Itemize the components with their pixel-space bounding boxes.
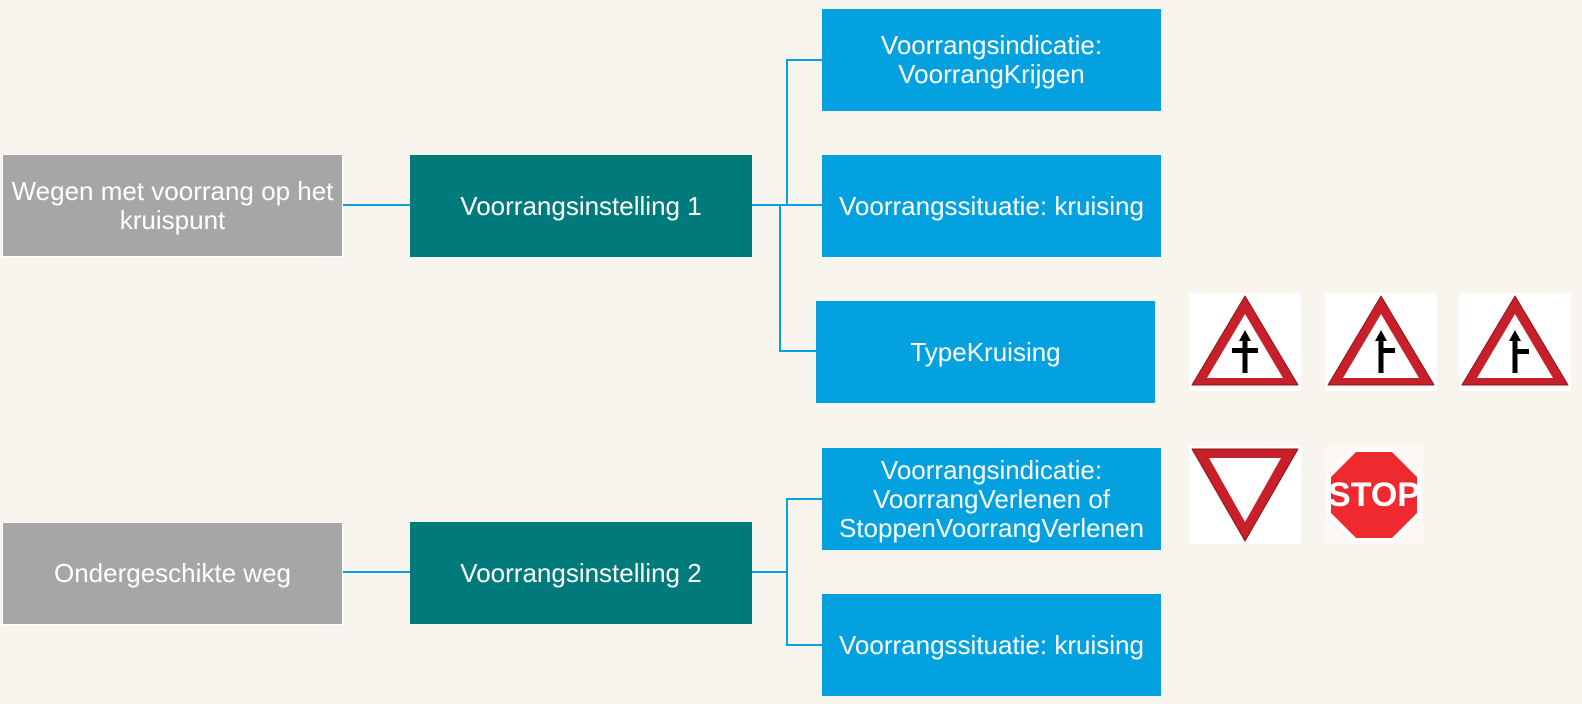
child-label: Voorrangssituatie: kruising [839, 190, 1144, 221]
connector-setting2-child2 [746, 571, 822, 646]
yield-sign-icon [1189, 446, 1301, 544]
priority-junction-right-sign-icon [1325, 293, 1437, 391]
connector-setting1-child3 [746, 204, 816, 352]
child-label: Voorrangsindicatie: VoorrangKrijgen [880, 30, 1103, 89]
setting-label: Voorrangsinstelling 1 [460, 190, 702, 221]
child-box-priority-situation-1: Voorrangssituatie: kruising [822, 155, 1161, 257]
category-box-priority-roads: Wegen met voorrang op het kruispunt [2, 154, 343, 257]
category-label: Ondergeschikte weg [53, 558, 292, 588]
category-label: Wegen met voorrang op het kruispunt [11, 175, 334, 235]
connector-setting1-child1 [746, 59, 822, 206]
stop-sign-icon: STOP [1325, 446, 1423, 544]
stop-sign-text: STOP [1328, 476, 1420, 514]
child-label: Voorrangsindicatie: VoorrangVerlenen of … [838, 454, 1145, 543]
connector-setting2-child1 [746, 498, 822, 573]
setting-box-2: Voorrangsinstelling 2 [410, 522, 752, 624]
child-label: TypeKruising [910, 336, 1061, 367]
child-box-priority-situation-2: Voorrangssituatie: kruising [822, 594, 1161, 696]
priority-junction-right-offset-sign-icon [1459, 293, 1571, 391]
category-box-subordinate-road: Ondergeschikte weg [2, 522, 343, 625]
child-box-priority-indication: Voorrangsindicatie: VoorrangKrijgen [822, 9, 1161, 111]
child-box-yield-indication: Voorrangsindicatie: VoorrangVerlenen of … [822, 448, 1161, 550]
child-box-type-crossing: TypeKruising [816, 301, 1155, 403]
setting-label: Voorrangsinstelling 2 [460, 557, 702, 588]
child-label: Voorrangssituatie: kruising [839, 629, 1144, 660]
setting-box-1: Voorrangsinstelling 1 [410, 155, 752, 257]
priority-crossroad-sign-icon [1189, 293, 1301, 391]
